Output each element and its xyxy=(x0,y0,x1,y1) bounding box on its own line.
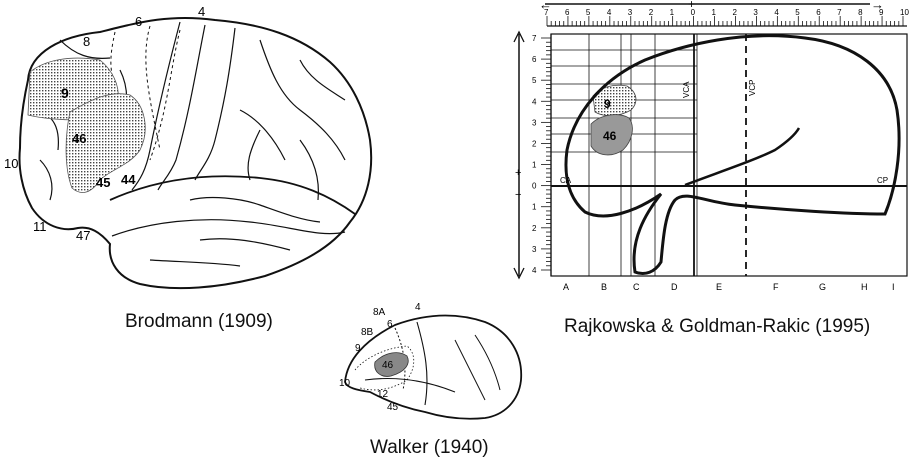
top-tick-label: 3 xyxy=(628,8,633,17)
rajkowska-caption: Rajkowska & Goldman-Rakic (1995) xyxy=(564,316,870,338)
top-tick-label: 5 xyxy=(795,8,800,17)
brodmann-panel: 8 6 4 9 46 10 45 44 11 47 xyxy=(0,0,420,300)
top-tick-label: 10 xyxy=(900,8,909,17)
brodmann-label-8: 8 xyxy=(83,34,90,49)
grid-label-46: 46 xyxy=(603,129,617,143)
brodmann-brain-drawing: 8 6 4 9 46 10 45 44 11 47 xyxy=(0,0,420,300)
column-letter: D xyxy=(671,282,678,292)
brodmann-label-44: 44 xyxy=(121,172,136,187)
left-tick-label: 2 xyxy=(532,224,537,233)
top-tick-label: 1 xyxy=(712,8,717,17)
column-letter: E xyxy=(716,282,722,292)
left-tick-label: 6 xyxy=(532,55,537,64)
brodmann-caption: Brodmann (1909) xyxy=(125,311,273,333)
brodmann-label-6: 6 xyxy=(135,14,142,29)
top-tick-label: 7 xyxy=(837,8,842,17)
left-tick-label: 0 xyxy=(532,182,537,191)
brodmann-label-11: 11 xyxy=(33,219,47,234)
top-tick-label: 2 xyxy=(649,8,654,17)
column-letter: B xyxy=(601,282,607,292)
left-tick-label: 4 xyxy=(532,97,537,106)
left-plus-sign: + xyxy=(515,167,521,179)
column-letter: F xyxy=(773,282,779,292)
column-letters: A B C D E F G H I xyxy=(563,282,895,292)
brodmann-label-10: 10 xyxy=(4,156,18,171)
top-tick-label: 5 xyxy=(586,8,591,17)
cp-label: CP xyxy=(877,176,888,185)
top-tick-label: 9 xyxy=(879,8,884,17)
top-tick-label: 4 xyxy=(774,8,779,17)
walker-label-8a: 8A xyxy=(373,307,386,318)
top-tick-label: 8 xyxy=(858,8,863,17)
grid-label-9: 9 xyxy=(604,97,611,111)
brodmann-label-47: 47 xyxy=(76,228,90,243)
top-tick-label: 3 xyxy=(753,8,758,17)
walker-label-10: 10 xyxy=(339,378,351,389)
left-tick-label: 2 xyxy=(532,139,537,148)
left-tick-label: 5 xyxy=(532,76,537,85)
left-tick-label: 3 xyxy=(532,245,537,254)
grid-brain-outline xyxy=(566,36,899,274)
brodmann-label-9: 9 xyxy=(61,85,69,101)
walker-label-46: 46 xyxy=(382,360,394,371)
column-letter: H xyxy=(861,282,868,292)
vca-label: VCA xyxy=(682,81,691,98)
brodmann-label-4: 4 xyxy=(198,4,205,19)
walker-label-12: 12 xyxy=(377,389,389,400)
column-letter: G xyxy=(819,282,826,292)
top-tick-label: 6 xyxy=(565,8,570,17)
column-letter: I xyxy=(892,282,895,292)
walker-panel: 8A 4 8B 6 9 46 10 12 45 xyxy=(335,300,530,430)
column-letter: C xyxy=(633,282,640,292)
column-letter: A xyxy=(563,282,569,292)
left-minus-sign: − xyxy=(515,189,521,201)
left-tick-label: 1 xyxy=(532,203,537,212)
ca-label: CA xyxy=(560,176,572,185)
walker-label-4: 4 xyxy=(415,302,421,313)
walker-label-9: 9 xyxy=(355,343,361,354)
walker-label-8b: 8B xyxy=(361,327,374,338)
top-tick-label: 0 xyxy=(691,8,696,17)
walker-brain-drawing: 8A 4 8B 6 9 46 10 12 45 xyxy=(335,300,530,430)
walker-caption: Walker (1940) xyxy=(370,437,489,459)
top-tick-label: 2 xyxy=(732,8,737,17)
brodmann-label-46: 46 xyxy=(72,131,86,146)
top-tick-label: 6 xyxy=(816,8,821,17)
left-tick-label: 1 xyxy=(532,161,537,170)
left-ruler-ticks: 7 6 5 4 3 2 1 0 1 2 3 4 xyxy=(532,34,551,275)
vcp-label: VCP xyxy=(748,80,757,96)
top-tick-label: 7 xyxy=(544,8,549,17)
left-tick-label: 7 xyxy=(532,34,537,43)
top-tick-label: 4 xyxy=(607,8,612,17)
left-tick-label: 3 xyxy=(532,118,537,127)
walker-label-6: 6 xyxy=(387,319,393,330)
walker-label-45: 45 xyxy=(387,402,399,413)
top-tick-label: 1 xyxy=(670,8,675,17)
brodmann-label-45: 45 xyxy=(96,175,110,190)
left-tick-label: 4 xyxy=(532,266,537,275)
